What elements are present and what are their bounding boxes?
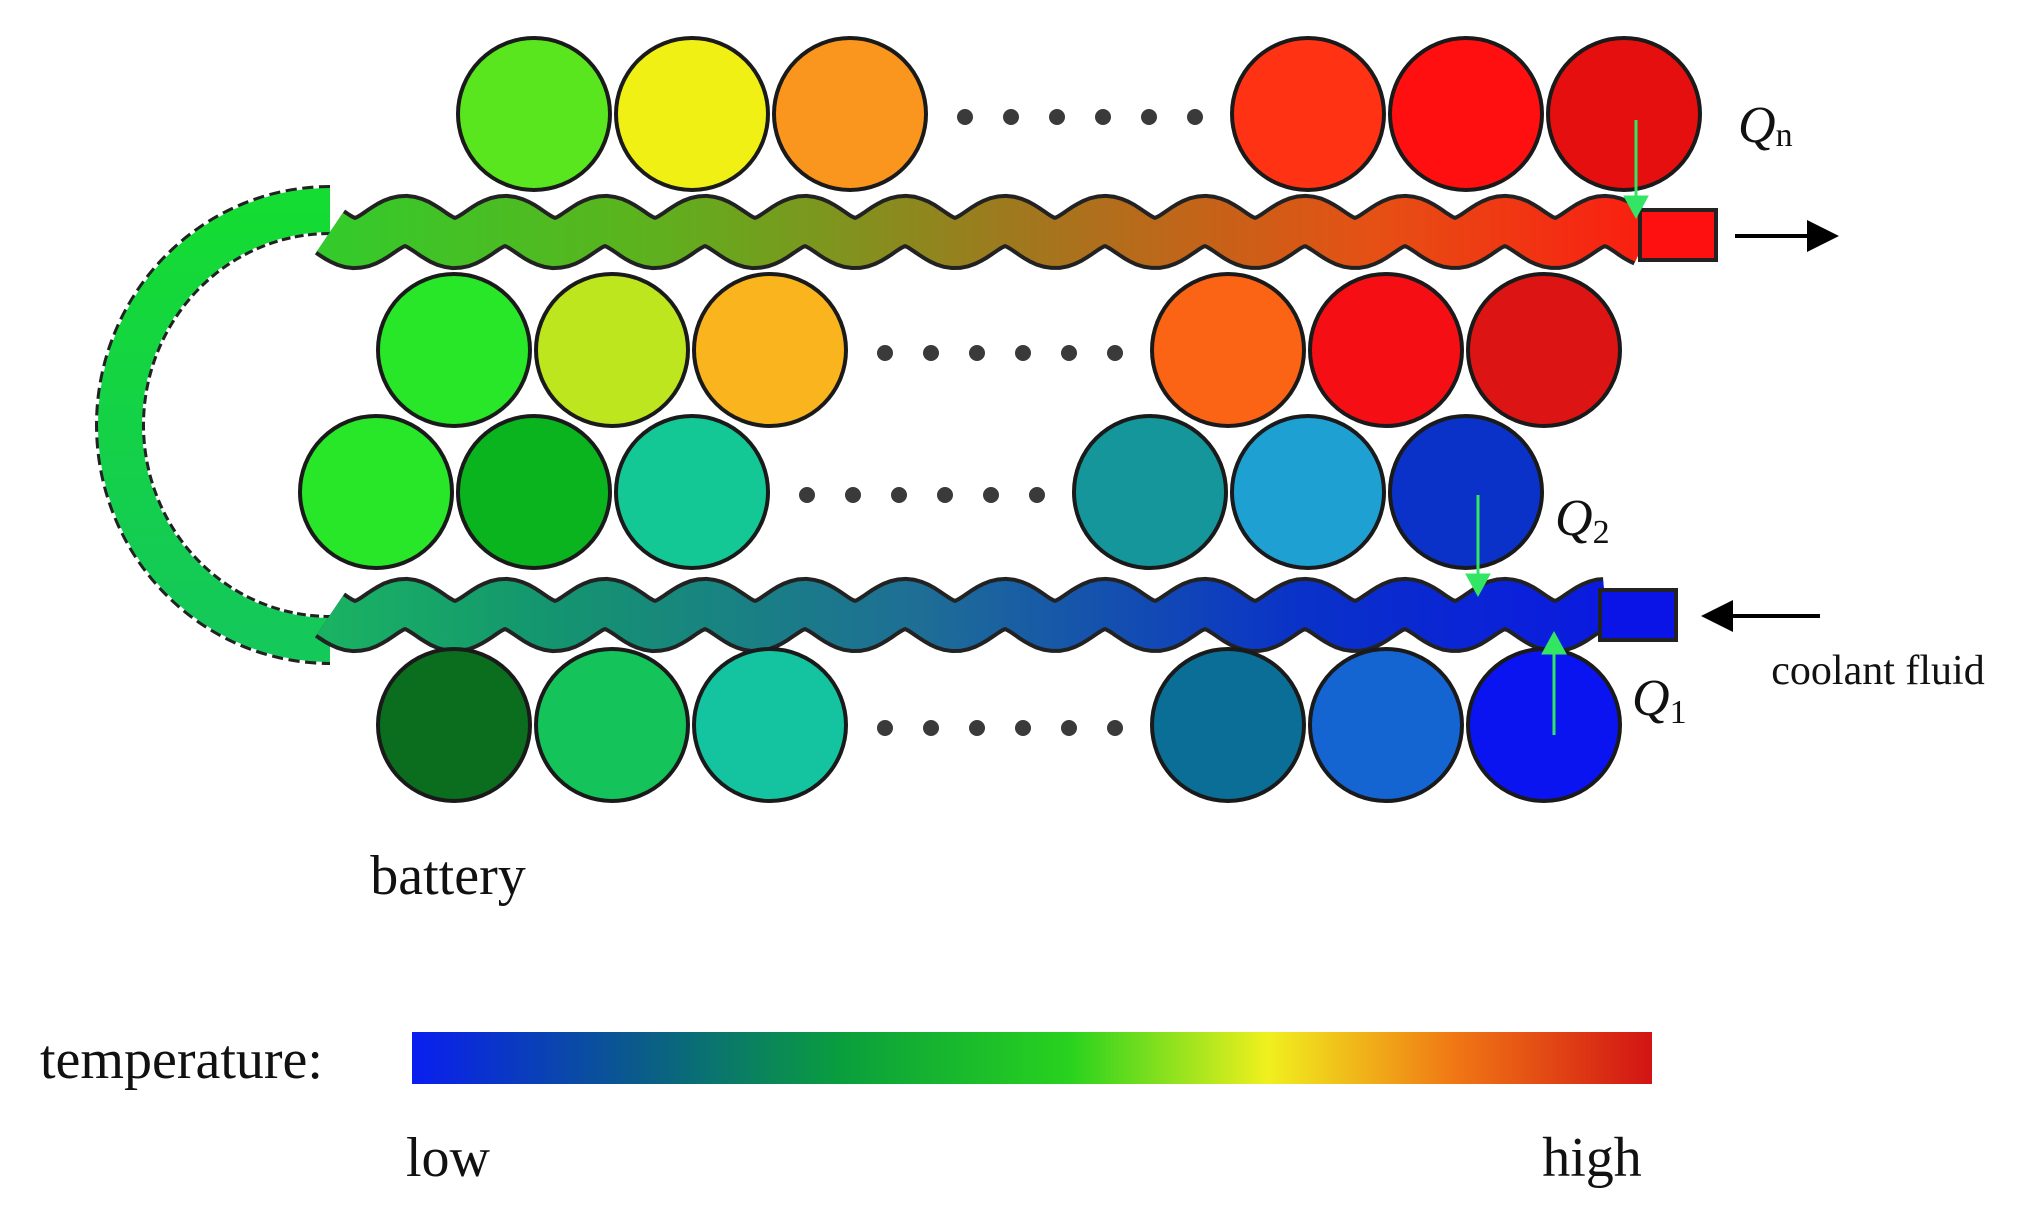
- ellipsis-dot: [1029, 487, 1045, 503]
- coolant-label: coolant fluid: [1771, 648, 1984, 694]
- battery-cell: [298, 414, 454, 570]
- battery-cell: [614, 414, 770, 570]
- battery-label: battery: [370, 845, 525, 907]
- battery-cell: [1546, 36, 1702, 192]
- battery-cell: [456, 414, 612, 570]
- battery-cell: [1150, 272, 1306, 428]
- ellipsis-dot: [1049, 109, 1065, 125]
- battery-cell: [1308, 272, 1464, 428]
- heat-label-qn: Qn: [1738, 97, 1793, 154]
- ellipsis-dot: [799, 487, 815, 503]
- battery-cell: [1466, 647, 1622, 803]
- battery-cell: [772, 36, 928, 192]
- scale-high-label: high: [1542, 1127, 1642, 1189]
- heat-arrow-qn-head-icon: [1623, 195, 1649, 220]
- battery-cell: [1388, 36, 1544, 192]
- ellipsis-dot: [969, 720, 985, 736]
- battery-cell: [534, 272, 690, 428]
- ellipsis-dot: [1061, 720, 1077, 736]
- battery-cell: [376, 272, 532, 428]
- ellipsis-dot: [891, 487, 907, 503]
- ellipsis-dot: [1095, 109, 1111, 125]
- ellipsis-dot: [1015, 345, 1031, 361]
- ellipsis-dot: [1003, 109, 1019, 125]
- ellipsis-dot: [1061, 345, 1077, 361]
- coolant-channel: [95, 185, 1718, 665]
- battery-cell: [692, 647, 848, 803]
- heat-flow-arrows: [1465, 120, 1649, 735]
- heat-label-q2: Q2: [1555, 490, 1610, 551]
- ellipsis-dot: [877, 720, 893, 736]
- outlet-pipe-end: [1638, 208, 1718, 262]
- battery-cells: [298, 36, 1702, 803]
- ellipsis-dot: [1107, 720, 1123, 736]
- ellipsis-dot: [1141, 109, 1157, 125]
- temperature-color-bar: [412, 1032, 1652, 1084]
- ellipsis-dot: [877, 345, 893, 361]
- heat-arrow-q2-head-icon: [1465, 573, 1491, 598]
- battery-cell: [692, 272, 848, 428]
- battery-cell: [1230, 36, 1386, 192]
- battery-cell: [534, 647, 690, 803]
- heat-label-q1: Q1: [1632, 670, 1687, 731]
- battery-cell: [376, 647, 532, 803]
- ellipsis-dot: [957, 109, 973, 125]
- ellipsis-dot: [923, 345, 939, 361]
- upper-coolant-pipe: [317, 197, 1655, 267]
- battery-cell: [1308, 647, 1464, 803]
- ellipsis-dot: [1187, 109, 1203, 125]
- inlet-pipe-end: [1598, 588, 1678, 642]
- heat-arrow-q1-head-icon: [1541, 630, 1567, 655]
- temperature-label: temperature:: [40, 1029, 323, 1091]
- ellipsis-dot: [1015, 720, 1031, 736]
- battery-cell: [1230, 414, 1386, 570]
- battery-cell: [1466, 272, 1622, 428]
- ellipsis-dot: [1107, 345, 1123, 361]
- ellipsis-dot: [937, 487, 953, 503]
- battery-cell: [456, 36, 612, 192]
- scale-low-label: low: [406, 1127, 491, 1189]
- ellipsis-dot: [923, 720, 939, 736]
- battery-cell: [1072, 414, 1228, 570]
- battery-cell: [614, 36, 770, 192]
- battery-cell: [1388, 414, 1544, 570]
- ellipsis-dot: [969, 345, 985, 361]
- ellipsis-dots: [799, 109, 1203, 736]
- battery-cell: [1150, 647, 1306, 803]
- ellipsis-dot: [983, 487, 999, 503]
- ellipsis-dot: [845, 487, 861, 503]
- lower-coolant-pipe: [317, 580, 1608, 650]
